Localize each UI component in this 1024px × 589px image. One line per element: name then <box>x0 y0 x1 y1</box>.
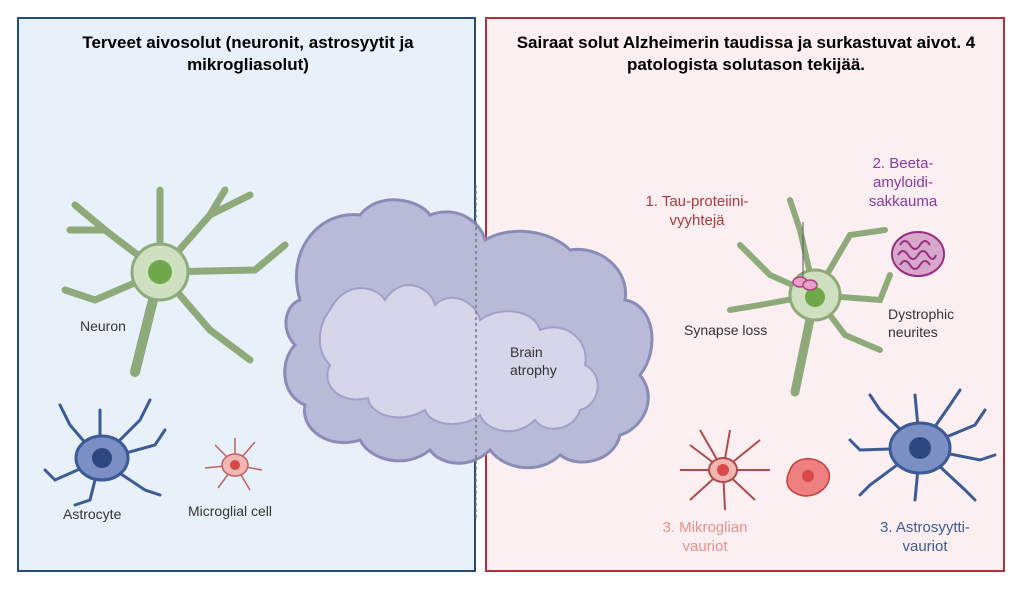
microglia-damage-label: 3. Mikroglian vauriot <box>662 519 748 555</box>
microglial-label: Microglial cell <box>188 503 273 519</box>
astrocyte-damage-label: 3. Astrosyytti- vauriot <box>879 519 971 555</box>
reactive-astrocyte-cell <box>848 388 997 502</box>
amoeboid-microglia-cell <box>786 458 831 497</box>
brain-atrophy-label: Brain atrophy <box>510 344 557 378</box>
astrocyte-label: Astrocyte <box>63 506 122 522</box>
brain-illustration <box>283 185 654 518</box>
tau-tangle <box>792 276 818 291</box>
beta-amyloid-label: 2. Beeta- amyloidi- sakkauma <box>868 155 938 210</box>
synapse-loss-label: Synapse loss <box>684 322 768 338</box>
diseased-cells-title: Sairaat solut Alzheimerin taudissa ja su… <box>516 33 976 74</box>
neuron-label: Neuron <box>80 318 126 334</box>
astrocyte-cell <box>43 398 167 507</box>
microglial-cell <box>204 438 263 491</box>
dystrophic-neurites-label: Dystrophic neurites <box>888 306 955 340</box>
healthy-cells-title: Terveet aivosolut (neuronit, astrosyytit… <box>82 33 414 74</box>
diseased-neuron-cell <box>727 197 893 397</box>
activated-microglia-cell <box>680 429 770 511</box>
amyloid-plaque <box>891 231 945 277</box>
tau-label: 1. Tau-proteiini- vyyhtejä <box>645 193 749 229</box>
neuron-cell <box>61 186 289 377</box>
